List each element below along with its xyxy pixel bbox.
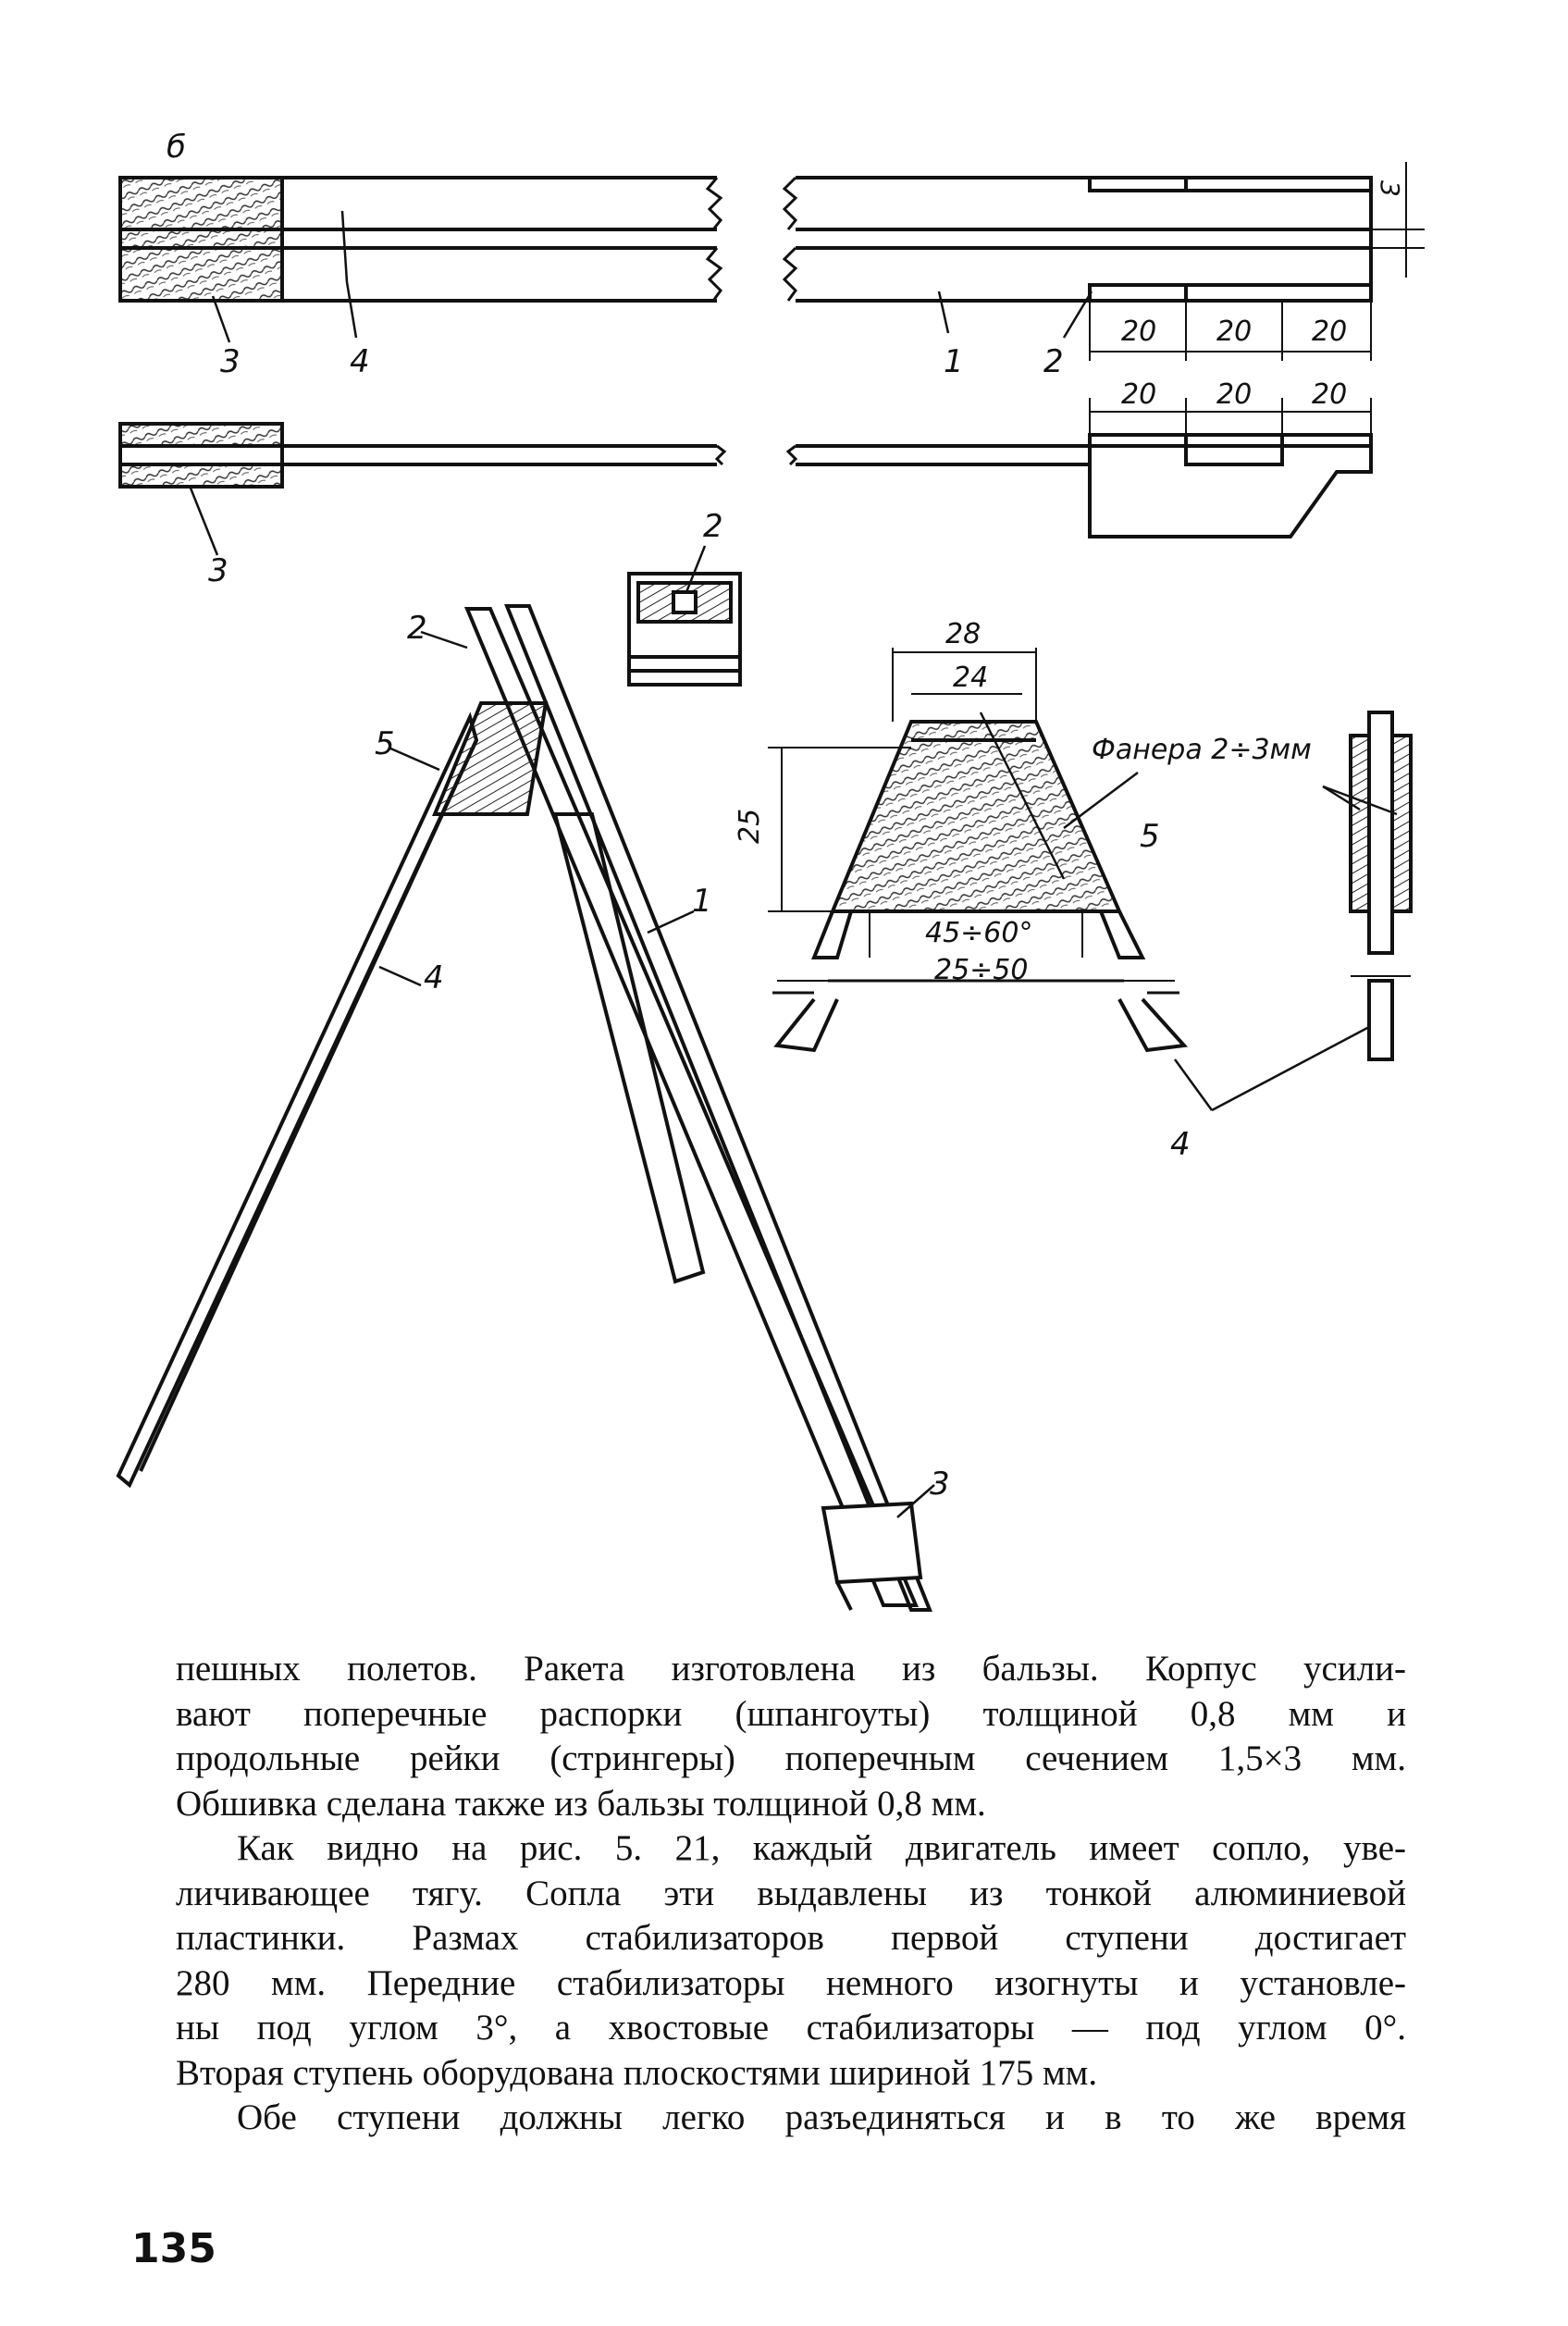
dim-spread: 25÷50 — [934, 954, 1028, 986]
label-4-top: 4 — [350, 343, 370, 380]
text-line: продольные рейки (стрингеры) поперечным … — [176, 1738, 1406, 1778]
label-5-frame: 5 — [375, 725, 395, 762]
technical-drawing: б 3 4 — [116, 129, 1425, 1612]
label-4-gusset: 4 — [1170, 1126, 1191, 1163]
dim-angle: 45÷60° — [925, 917, 1032, 949]
text-line: Обе ступени должны легко разъединяться и… — [237, 2097, 1406, 2137]
spar-side-right — [785, 398, 1373, 538]
dim-24: 24 — [953, 662, 988, 694]
dim-25: 25 — [734, 809, 766, 844]
spar-plan-left — [118, 176, 723, 343]
dim-20-b: 20 — [1216, 315, 1252, 348]
label-4-frame: 4 — [424, 959, 444, 996]
text-line: пешных полетов. Ракета изготовлена из ба… — [176, 1649, 1406, 1689]
dim-20-d: 20 — [1121, 378, 1156, 411]
text-line: Как видно на рис. 5. 21, каждый двигател… — [237, 1828, 1406, 1868]
label-1-top: 1 — [944, 343, 964, 380]
label-1-frame: 1 — [692, 883, 712, 920]
text-line: Обшивка сделана также из бальзы толщиной… — [176, 1783, 986, 1824]
label-2-frame: 2 — [407, 610, 427, 647]
a-frame-perspective — [116, 604, 935, 1612]
side-section — [1322, 711, 1413, 1061]
text-line: вают поперечные распорки (шпангоуты) тол… — [176, 1693, 1406, 1734]
spar-plan-right — [782, 162, 1425, 361]
label-2-box: 2 — [703, 508, 723, 545]
text-line: пластинки. Размах стабилизаторов первой … — [176, 1918, 1406, 1958]
text-line: личивающее тягу. Сопла эти выдавлены из … — [176, 1873, 1406, 1913]
text-line: Вторая ступень оборудована плоскостями ш… — [176, 2052, 1098, 2093]
dim-20-a: 20 — [1121, 315, 1156, 348]
text-line: ны под углом 3°, а хвостовые стабилизато… — [176, 2008, 1406, 2048]
plywood-callout: Фанера 2÷3мм — [1092, 734, 1312, 766]
dim-28: 28 — [945, 618, 981, 650]
dim-20-e: 20 — [1216, 378, 1252, 411]
gusset-detail — [768, 648, 1370, 1112]
text-line: 280 мм. Передние стабилизаторы немного и… — [176, 1962, 1406, 2003]
spar-side-left — [118, 422, 727, 556]
dim-20-f: 20 — [1312, 378, 1347, 411]
dim-3: 3 — [1375, 180, 1405, 197]
label-3-frame: 3 — [930, 1466, 950, 1503]
label-5-gusset: 5 — [1140, 818, 1160, 855]
cross-section-box — [627, 545, 742, 687]
label-3-top: 3 — [220, 343, 241, 380]
body-text: пешных полетов. Ракета изготовлена из ба… — [176, 1647, 1406, 2141]
dim-20-c: 20 — [1312, 315, 1347, 348]
page-number: 135 — [131, 2225, 216, 2272]
label-3-side: 3 — [208, 552, 228, 589]
label-2-top: 2 — [1043, 343, 1064, 380]
section-label: б — [167, 129, 186, 166]
